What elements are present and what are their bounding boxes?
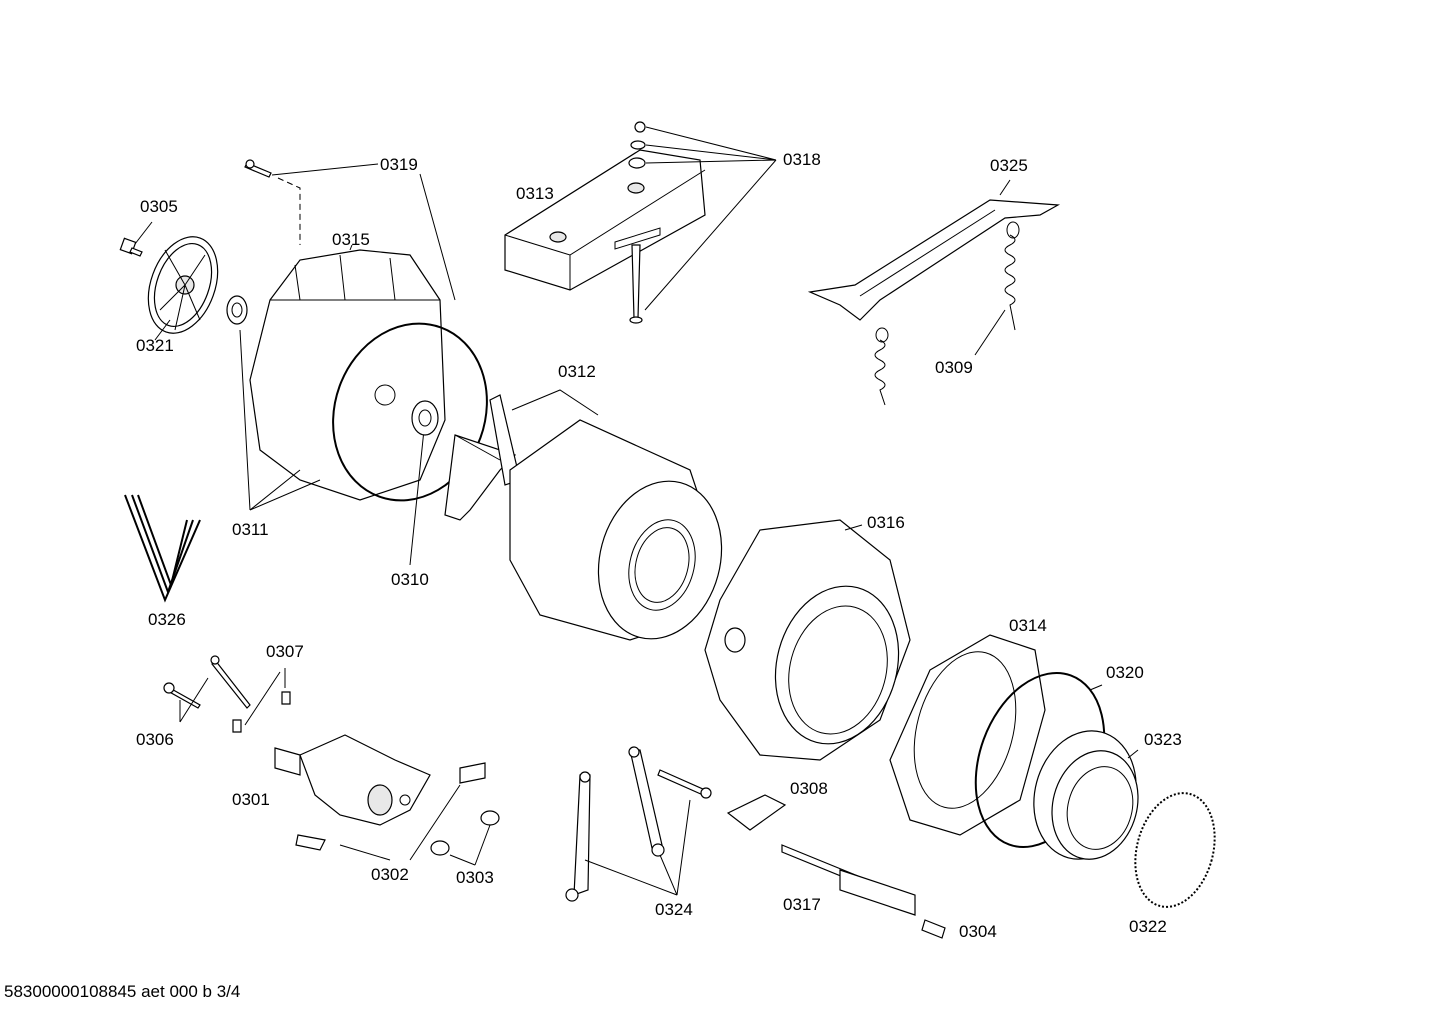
leader-0323 bbox=[1127, 749, 1139, 759]
part-0315-rear-tub bbox=[249, 249, 446, 501]
leader-0305 bbox=[134, 221, 153, 245]
part-bearing-ring bbox=[226, 295, 248, 325]
leader-0325 bbox=[999, 179, 1011, 196]
leader-0309 bbox=[974, 309, 1006, 356]
leader-0319 bbox=[271, 163, 456, 301]
leader-0310 bbox=[409, 419, 426, 566]
part-0318-hardware bbox=[628, 121, 646, 324]
leader-0302 bbox=[339, 784, 461, 861]
leader-0311 bbox=[239, 329, 321, 511]
part-0326-belt bbox=[124, 494, 201, 603]
part-0325-bracket bbox=[807, 199, 1061, 321]
label-0310: 0310 bbox=[391, 570, 429, 589]
label-0313: 0313 bbox=[516, 184, 554, 203]
leader-0316 bbox=[844, 524, 863, 531]
part-hub bbox=[411, 400, 439, 436]
label-0326: 0326 bbox=[148, 610, 186, 629]
part-0303-caps bbox=[430, 810, 500, 856]
label-0317: 0317 bbox=[783, 895, 821, 914]
part-0324-dampers bbox=[565, 746, 712, 902]
label-0308: 0308 bbox=[790, 779, 828, 798]
label-0307: 0307 bbox=[266, 642, 304, 661]
label-0321: 0321 bbox=[136, 336, 174, 355]
label-0309: 0309 bbox=[935, 358, 973, 377]
part-0312-drum bbox=[444, 394, 723, 641]
label-0304: 0304 bbox=[959, 922, 997, 941]
label-0324: 0324 bbox=[655, 900, 693, 919]
label-0301: 0301 bbox=[232, 790, 270, 809]
label-0315: 0315 bbox=[332, 230, 370, 249]
label-0316: 0316 bbox=[867, 513, 905, 532]
label-0305: 0305 bbox=[140, 197, 178, 216]
part-0308-clip bbox=[726, 794, 787, 831]
part-0305-bolt bbox=[119, 237, 143, 257]
part-0319-screw bbox=[244, 159, 301, 245]
label-0312: 0312 bbox=[558, 362, 596, 381]
leader-0307 bbox=[244, 668, 286, 726]
part-0314-front-weight bbox=[889, 634, 1046, 836]
part-0301-drain-pump bbox=[274, 734, 431, 826]
part-0310-gasket bbox=[332, 322, 488, 502]
leader-0306 bbox=[179, 677, 209, 723]
leader-0315 bbox=[349, 244, 353, 251]
part-0306-0307-screws bbox=[163, 655, 291, 733]
part-0313-counterweight bbox=[504, 149, 706, 291]
part-0309-springs bbox=[874, 221, 1020, 406]
part-0323-collar bbox=[1033, 730, 1139, 860]
label-0323: 0323 bbox=[1144, 730, 1182, 749]
label-0322: 0322 bbox=[1129, 917, 1167, 936]
label-0325: 0325 bbox=[990, 156, 1028, 175]
label-0314: 0314 bbox=[1009, 616, 1047, 635]
label-0302: 0302 bbox=[371, 865, 409, 884]
part-0316-front-tub bbox=[704, 519, 911, 761]
leader-0321 bbox=[154, 319, 171, 341]
leader-0312 bbox=[511, 389, 599, 416]
part-0317-heater bbox=[781, 844, 916, 916]
leader-0318 bbox=[644, 126, 777, 311]
label-0320: 0320 bbox=[1106, 663, 1144, 682]
part-0321-pulley bbox=[147, 236, 219, 334]
label-0306: 0306 bbox=[136, 730, 174, 749]
part-0304-sensor bbox=[921, 919, 946, 939]
leader-0303 bbox=[449, 824, 491, 866]
label-0318: 0318 bbox=[783, 150, 821, 169]
label-0319: 0319 bbox=[380, 155, 418, 174]
part-0302-connectors bbox=[295, 762, 486, 851]
leader-0324 bbox=[584, 799, 691, 896]
document-footer: 58300000108845 aet 000 b 3/4 bbox=[4, 982, 241, 1001]
part-0322-clamp bbox=[1134, 792, 1216, 908]
label-0311: 0311 bbox=[232, 520, 269, 539]
leader-0320 bbox=[1089, 684, 1103, 691]
label-0303: 0303 bbox=[456, 868, 494, 887]
